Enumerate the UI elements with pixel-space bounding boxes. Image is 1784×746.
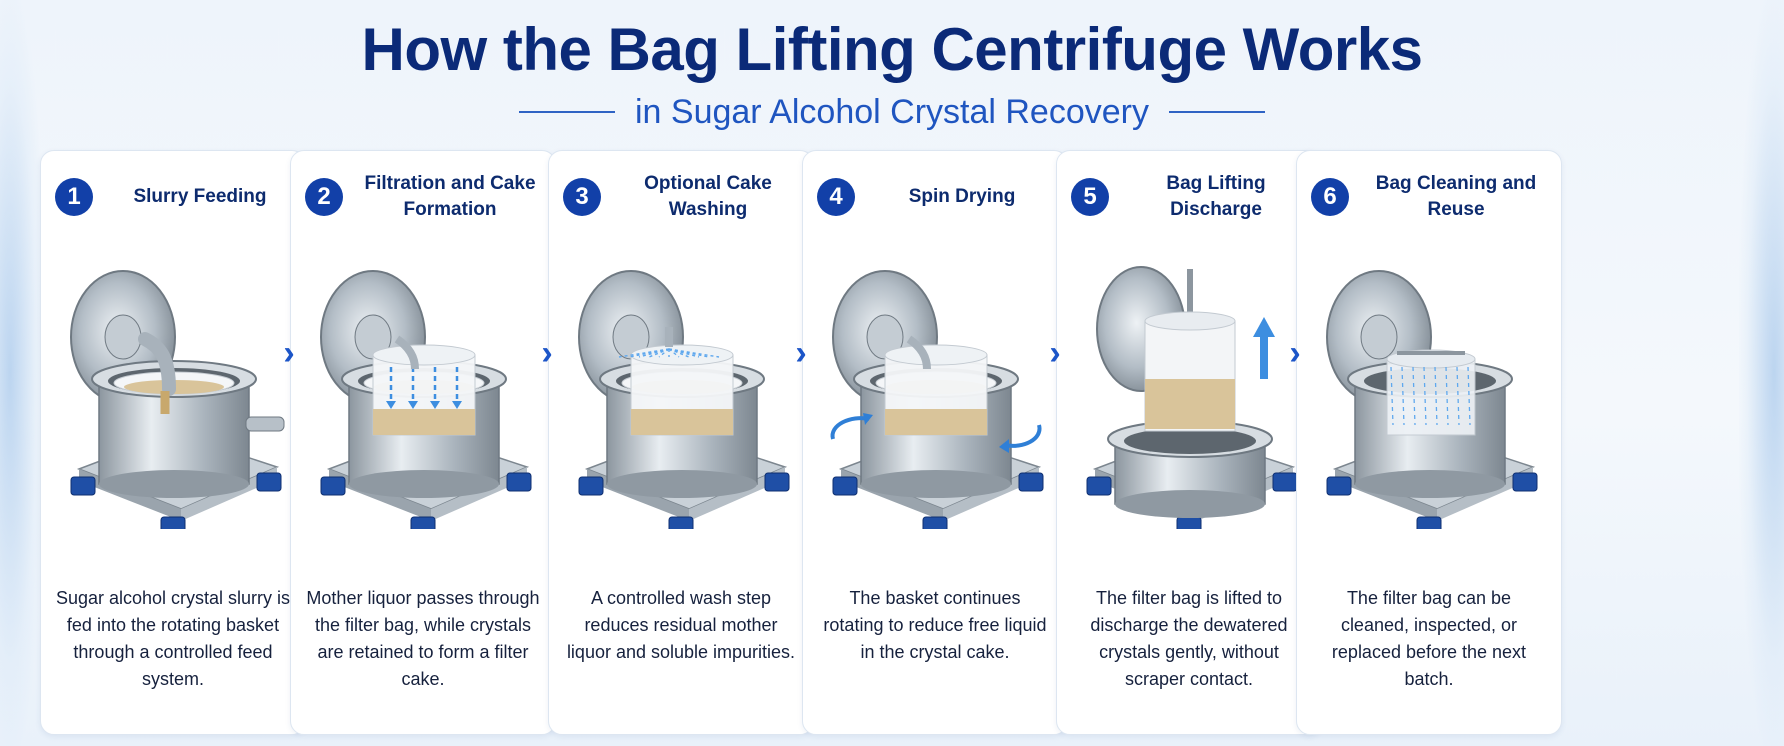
step-header: 5 Bag Lifting Discharge <box>1071 167 1311 227</box>
water-splash-left <box>0 0 45 746</box>
step-header: 6 Bag Cleaning and Reuse <box>1311 167 1551 227</box>
step-number-badge: 2 <box>305 178 343 216</box>
centrifuge-spray-wash-icon <box>578 270 790 529</box>
step-description: The filter bag is lifted to discharge th… <box>1090 588 1288 689</box>
chevron-right-icon: › <box>795 334 807 372</box>
centrifuge-machine <box>70 270 285 529</box>
step-number-badge: 1 <box>55 178 93 216</box>
chevron-right-icon: › <box>541 334 553 372</box>
subtitle-rule-right <box>1169 111 1265 113</box>
subtitle-rule-left <box>518 111 615 113</box>
step-header: 3 Optional Cake Washing <box>563 167 803 227</box>
water-splash-right <box>1739 0 1784 746</box>
centrifuge-machine <box>1326 270 1538 529</box>
centrifuge-rotation-icon <box>830 270 1044 529</box>
centrifuge-feed-pipe-icon <box>70 270 285 529</box>
step-title: Bag Cleaning and Reuse <box>1375 173 1537 220</box>
step-number-badge: 3 <box>563 178 601 216</box>
step-number-badge: 6 <box>1311 178 1349 216</box>
step-description: The basket continues rotating to reduce … <box>823 588 1047 662</box>
centrifuge-bag-clean-icon <box>1326 270 1538 529</box>
centrifuge-machine <box>320 270 532 529</box>
step-description: Sugar alcohol crystal slurry is fed into… <box>55 588 291 689</box>
chevron-right-icon: › <box>283 334 295 372</box>
step-title: Optional Cake Washing <box>644 173 772 220</box>
step-description: A controlled wash step reduces residual … <box>566 588 796 662</box>
centrifuge-machine <box>1086 266 1298 529</box>
step-number-badge: 4 <box>817 178 855 216</box>
step-title: Spin Drying <box>908 186 1016 207</box>
step-description: Mother liquor passes through the filter … <box>306 588 540 689</box>
subtitle-row: in Sugar Alcohol Crystal Recovery <box>0 92 1784 132</box>
step-title: Filtration and Cake Formation <box>364 173 536 220</box>
chevron-right-icon: › <box>1049 334 1061 372</box>
step-header: 2 Filtration and Cake Formation <box>305 167 545 227</box>
chevron-right-icon: › <box>1289 334 1301 372</box>
step-header: 1 Slurry Feeding <box>55 167 295 227</box>
step-title: Slurry Feeding <box>133 186 267 207</box>
centrifuge-machine <box>830 270 1044 529</box>
page-subtitle: in Sugar Alcohol Crystal Recovery <box>634 93 1149 131</box>
step-description: The filter bag can be cleaned, inspected… <box>1331 588 1527 689</box>
step-header: 4 Spin Drying <box>817 167 1057 227</box>
page-title: How the Bag Lifting Centrifuge Works <box>361 16 1423 83</box>
centrifuge-bag-lift-icon <box>1086 266 1298 529</box>
centrifuge-machine <box>578 270 790 529</box>
header: How the Bag Lifting Centrifuge Works in … <box>0 14 1784 132</box>
step-number-badge: 5 <box>1071 178 1109 216</box>
step-title: Bag Lifting Discharge <box>1166 173 1266 220</box>
step-card: 3 Optional Cake Washing A controlled wash … <box>548 150 814 735</box>
centrifuge-filtration-icon <box>320 270 532 529</box>
